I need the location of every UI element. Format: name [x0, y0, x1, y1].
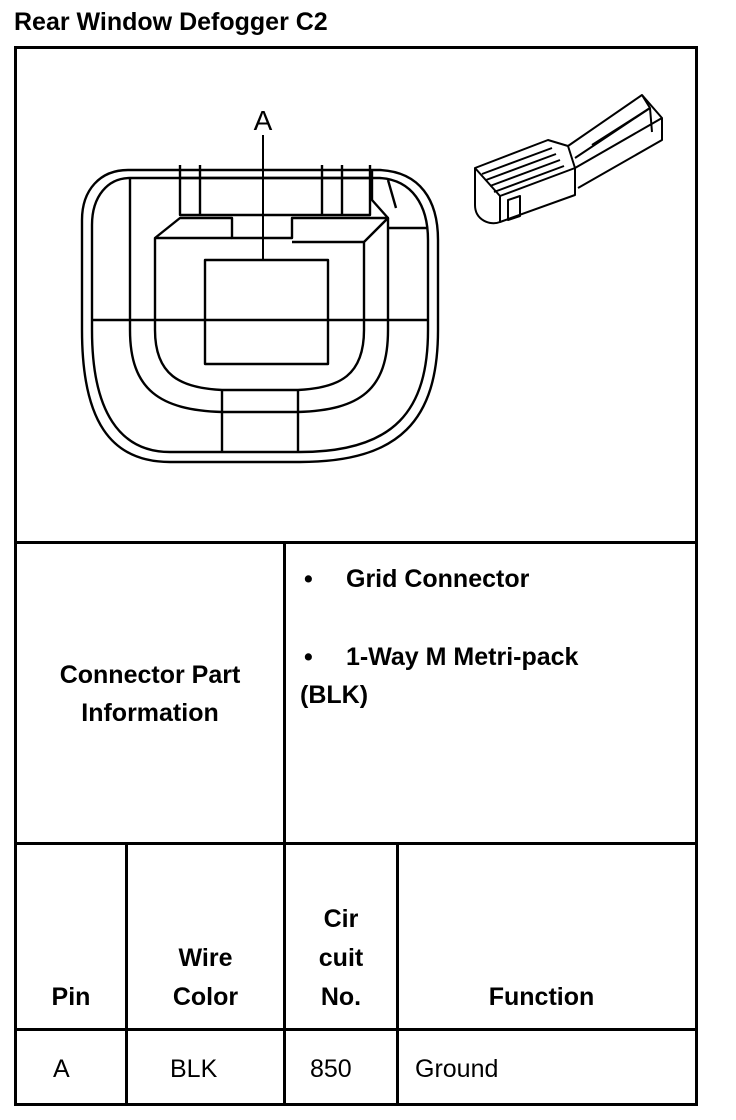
connector-info-list: • Grid Connector • 1-Way M Metri-pack (BLK… — [300, 560, 690, 714]
connector-table-frame — [14, 46, 698, 1106]
header-text: Cir — [323, 905, 359, 933]
header-text: No. — [320, 983, 362, 1011]
header-text: Color — [172, 983, 239, 1011]
housing-outer-outline — [80, 168, 440, 464]
bullet-continuation: (BLK) — [300, 681, 369, 709]
cell-circuit: 850 — [310, 1055, 352, 1083]
bullet-glyph: • — [304, 565, 313, 593]
list-item: • 1-Way M Metri-pack (BLK) — [300, 638, 690, 714]
bullet-text: Grid Connector — [346, 565, 530, 593]
connector-face-drawing: A — [80, 94, 663, 464]
info-label-line: Information — [81, 698, 219, 727]
bullet-text: 1-Way M Metri-pack — [346, 643, 579, 671]
latch-ridge — [386, 179, 398, 209]
header-function: Function — [399, 978, 684, 1017]
divider — [14, 842, 698, 845]
header-wire-color: Wire Color — [128, 939, 283, 1017]
cell-function: Ground — [415, 1055, 499, 1083]
info-label-line: Connector Part — [59, 660, 241, 689]
divider — [125, 842, 128, 1106]
list-item: • Grid Connector — [300, 560, 690, 598]
divider — [396, 842, 399, 1106]
pin-channel-outer — [128, 320, 390, 414]
header-text: Wire — [178, 944, 233, 972]
pin-a-callout: A — [254, 105, 273, 136]
housing-inner-outline — [90, 176, 430, 454]
bullet-glyph: • — [304, 643, 313, 671]
latch-tab — [370, 170, 389, 219]
header-text: Function — [488, 983, 595, 1011]
pin-channel-inner — [153, 320, 366, 392]
divider — [14, 541, 698, 544]
terminal-a-cavity — [203, 258, 330, 366]
connector-part-information-label: Connector Part Information — [17, 545, 283, 842]
latch-block — [178, 165, 372, 217]
page-title: Rear Window Defogger C2 — [14, 8, 328, 36]
terminal-cavity-body — [153, 216, 390, 320]
header-circuit-no: Cir cuit No. — [286, 900, 396, 1017]
cell-wire-color: BLK — [170, 1055, 218, 1083]
connector-diagram: A — [17, 49, 695, 541]
divider — [283, 541, 286, 1106]
header-text: Pin — [51, 983, 91, 1011]
connector-iso-illustration — [474, 94, 663, 225]
cell-pin: A — [53, 1055, 70, 1083]
header-pin: Pin — [17, 978, 125, 1017]
divider — [14, 1028, 698, 1031]
header-text: cuit — [318, 944, 364, 972]
